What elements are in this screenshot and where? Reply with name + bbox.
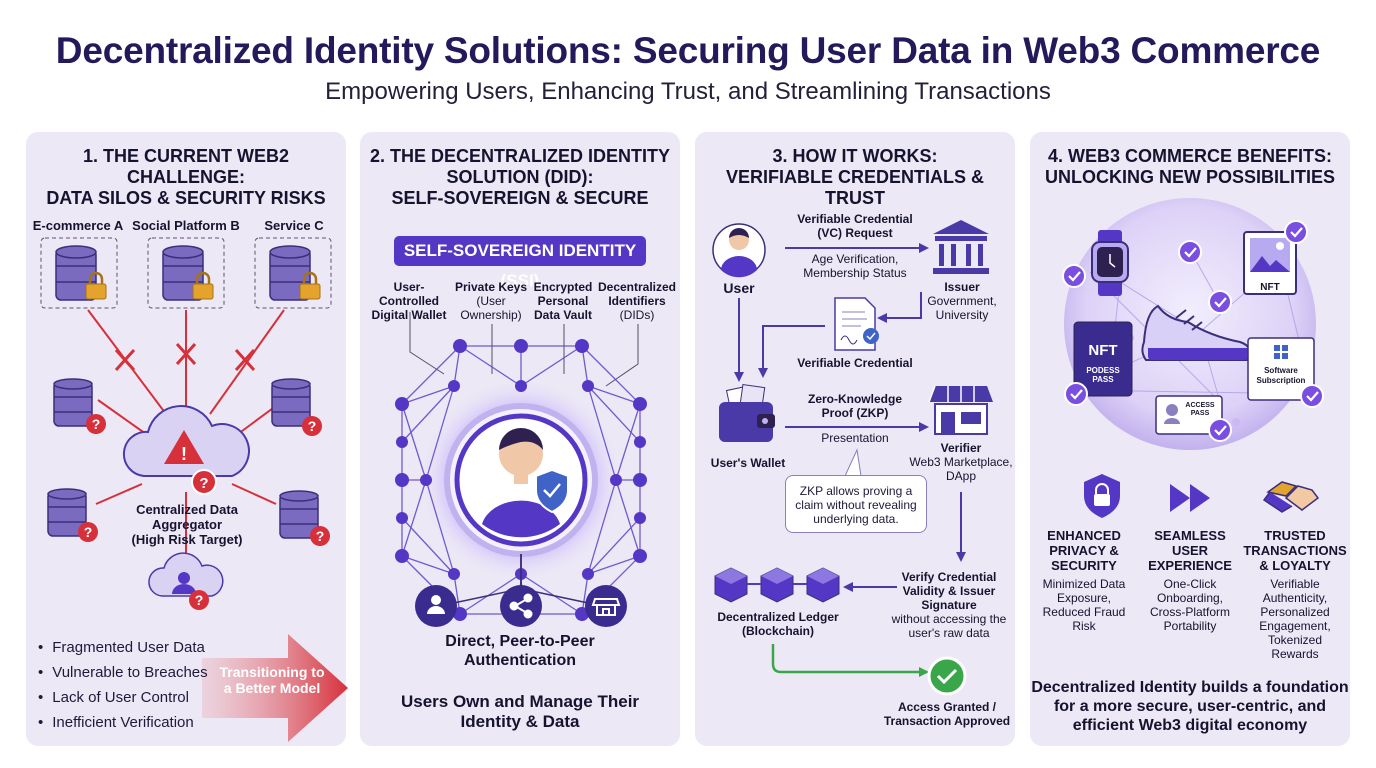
panel-how-it-works: 3. HOW IT WORKS: VERIFIABLE CREDENTIALS … [695, 132, 1015, 746]
silo-label-social: Social Platform B [132, 218, 240, 233]
check-icon [1062, 220, 1324, 442]
verify-label: Verify Credential Validity & Issuer Sign… [891, 570, 1007, 640]
warning-icon: ! ? [164, 430, 217, 495]
check-icon [927, 656, 967, 696]
software-label: Software Subscription [1256, 366, 1306, 385]
question-icon: ? ? ? ? [78, 414, 330, 546]
lock-icon [1084, 474, 1120, 518]
challenge-list: Fragmented User Data Vulnerable to Breac… [38, 635, 208, 735]
store-icon [928, 385, 993, 435]
feature-wallet: User-Controlled Digital Wallet [371, 280, 447, 322]
sneaker-icon [1141, 304, 1252, 361]
user-icon [427, 595, 445, 614]
benefit-privacy: ENHANCED PRIVACY & SECURITY Minimized Da… [1042, 528, 1126, 633]
svg-text:?: ? [84, 524, 93, 540]
benefit-trust: TRUSTED TRANSACTIONS & LOYALTY Verifiabl… [1243, 528, 1347, 661]
transition-label: Transitioning to a Better Model [219, 664, 325, 696]
nft-image-icon [1243, 231, 1297, 295]
ssi-network-diagram [395, 312, 647, 627]
ledger-label: Decentralized Ledger (Blockchain) [717, 610, 839, 638]
panel2-footer: Users Own and Manage Their Identity & Da… [400, 692, 640, 731]
nft-card-icon [1073, 321, 1133, 397]
vc-request-sub: Age Verification, Membership Status [803, 252, 907, 280]
access-pass-label: ACCESS PASS [1185, 402, 1215, 417]
handshake-icon [1262, 481, 1320, 513]
panel-web2-challenge: 1. THE CURRENT WEB2 CHALLENGE: DATA SILO… [26, 132, 348, 746]
store-icon [591, 598, 621, 616]
panel4-footer: Decentralized Identity builds a foundati… [1031, 679, 1349, 734]
benefit-experience: SEAMLESS USER EXPERIENCE One-Click Onboa… [1148, 528, 1232, 633]
feature-private-keys: Private Keys (User Ownership) [454, 280, 528, 322]
bank-icon [933, 220, 989, 274]
ssi-banner: SELF-SOVEREIGN IDENTITY (SSI) [394, 236, 646, 290]
lock-icon [85, 271, 321, 300]
user-icon [172, 572, 196, 594]
verifier-label: Verifier Web3 Marketplace, DApp [909, 441, 1013, 483]
svg-text:!: ! [181, 444, 187, 464]
panel-title: 4. WEB3 COMMERCE BENEFITS: UNLOCKING NEW… [1044, 146, 1335, 187]
panel-benefits: 4. WEB3 COMMERCE BENEFITS: UNLOCKING NEW… [1030, 132, 1350, 746]
network-nodes [395, 339, 647, 621]
silo-label-ecommerce: E-commerce A [32, 218, 124, 233]
aggregator-label: Centralized Data Aggregator (High Risk T… [131, 502, 243, 547]
svg-text:?: ? [92, 416, 101, 432]
benefits-sphere [1062, 198, 1324, 518]
web2-silos-diagram: ? ? ? ? ! ? ? [40, 237, 348, 742]
svg-text:?: ? [308, 418, 317, 434]
feature-data-vault: Encrypted Personal Data Vault [533, 280, 593, 322]
software-subscription-icon [1247, 337, 1315, 401]
nft-card-sub: PODESS PASS [1086, 366, 1120, 384]
list-item: Lack of User Control [38, 685, 208, 710]
fast-forward-icon [1170, 484, 1210, 512]
share-icon [500, 585, 542, 627]
panel-title: 2. THE DECENTRALIZED IDENTITY SOLUTION (… [369, 146, 670, 208]
list-item: Vulnerable to Breaches [38, 660, 207, 685]
issuer-label: Issuer Government, University [927, 280, 997, 322]
transition-arrow [202, 634, 348, 742]
list-item: Inefficient Verification [38, 710, 208, 735]
svg-text:?: ? [199, 475, 208, 492]
certificate-icon [834, 297, 879, 351]
vc-flow-diagram [712, 220, 993, 696]
smartwatch-icon [1091, 230, 1129, 296]
access-granted-label: Access Granted / Transaction Approved [883, 700, 1011, 728]
vc-request-label: Verifiable Credential (VC) Request [797, 212, 913, 240]
nft-card-title: NFT [1088, 342, 1118, 359]
panel-did-solution: 2. THE DECENTRALIZED IDENTITY SOLUTION (… [360, 132, 680, 746]
svg-text:?: ? [195, 592, 204, 608]
question-icon: ? [189, 590, 209, 610]
list-item: Fragmented User Data [38, 635, 208, 660]
broken-link-icons [114, 342, 256, 372]
page-title: Decentralized Identity Solutions: Securi… [55, 30, 1321, 71]
silo-label-service: Service C [264, 218, 324, 233]
page-subtitle: Empowering Users, Enhancing Trust, and S… [325, 78, 1051, 105]
user-label: User [723, 280, 755, 296]
shield-icon [535, 468, 569, 514]
database-icon [47, 378, 319, 539]
access-pass-icon [1155, 395, 1223, 435]
user-icon [721, 228, 757, 278]
vc-label: Verifiable Credential [797, 356, 913, 370]
user-icon [482, 428, 560, 538]
svg-text:?: ? [316, 528, 325, 544]
share-icon [509, 593, 533, 619]
nft-top-label: NFT [1260, 282, 1280, 293]
panel-title: 1. THE CURRENT WEB2 CHALLENGE: DATA SILO… [46, 146, 326, 208]
wallet-icon [719, 384, 775, 442]
wallet-label: User's Wallet [710, 456, 786, 470]
p2p-label: Direct, Peer-to-Peer Authentication [445, 633, 595, 669]
panel-title: 3. HOW IT WORKS: VERIFIABLE CREDENTIALS … [725, 146, 984, 208]
presentation-label: Presentation [821, 431, 889, 445]
zkp-label: Zero-Knowledge Proof (ZKP) [807, 392, 902, 420]
feature-dids: Decentralized Identifiers (DIDs) [597, 280, 677, 322]
zkp-note: ZKP allows proving a claim without revea… [785, 475, 927, 533]
